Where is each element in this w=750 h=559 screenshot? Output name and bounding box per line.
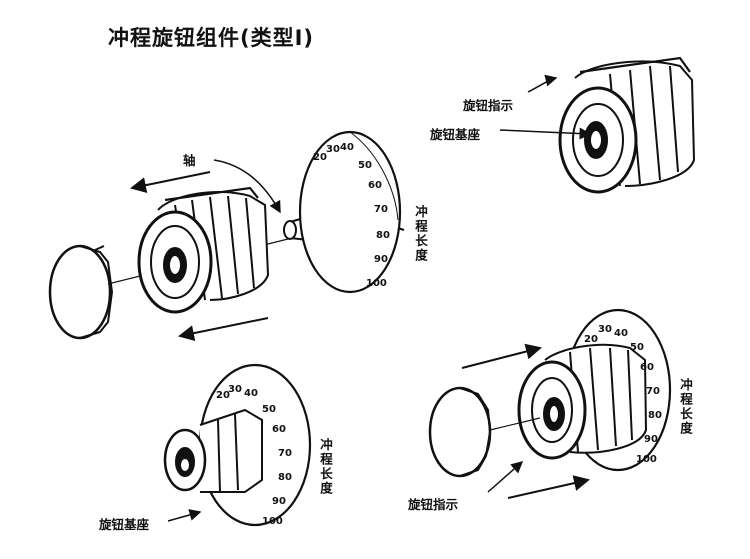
dial-tick-label: 30 [228,384,242,395]
dial-tick-label: 30 [598,324,612,335]
knob-top-right [499,56,696,194]
dial-tick-label: 60 [368,180,382,191]
dial-tick-label: 40 [244,388,258,399]
label-knob-base-bottom: 旋钮基座 [99,517,150,532]
dial-tick-label: 60 [640,362,654,373]
dial-tick-label: 100 [366,278,387,289]
page-title: 冲程旋钮组件(类型Ⅰ) [108,26,315,50]
dial-tick-label: 70 [278,448,292,459]
label-knob-base-top: 旋钮基座 [430,127,481,142]
dial-scale-bottom-right: 20 30 40 50 60 70 80 90 100 [584,324,662,465]
dial-tick-label: 20 [584,334,598,345]
dial-tick-label: 60 [272,424,286,435]
assembly-bottom-right [428,308,672,499]
label-stroke-length-bottom-left: 冲程长度 [318,438,333,496]
label-knob-indicator-bottom: 旋钮指示 [408,497,459,512]
dial-tick-label: 20 [216,390,230,401]
base-bottom-left [163,363,312,527]
dial-tick-label: 80 [278,472,292,483]
dial-tick-label: 40 [614,328,628,339]
dial-tick-label: 80 [648,410,662,421]
cover-cap [48,244,114,340]
label-stroke-length-bottom-right: 冲程长度 [678,378,693,436]
dial-marker [397,227,405,231]
dial-tick-label: 30 [326,144,340,155]
shaft-pointer [213,159,281,214]
label-stroke-length-main: 冲程长度 [413,205,428,263]
dial-plate-main [298,130,402,294]
dial-tick-label: 100 [262,516,283,527]
dial-tick-label: 50 [630,342,644,353]
dial-scale-main: 20 30 40 50 60 70 80 90 100 [313,142,390,289]
knob-main [137,186,270,314]
label-knob-indicator-top: 旋钮指示 [463,98,514,113]
dial-tick-label: 50 [358,160,372,171]
dial-tick-label: 90 [374,254,388,265]
label-shaft: 轴 [183,153,196,168]
dial-tick-label: 50 [262,404,276,415]
dial-tick-label: 90 [644,434,658,445]
dial-scale-bottom-left: 20 30 40 50 60 70 80 90 100 [216,384,292,527]
dial-tick-label: 100 [636,454,657,465]
arrow-left-lower [178,317,269,342]
dial-tick-label: 20 [313,152,327,163]
dial-tick-label: 90 [272,496,286,507]
dial-tick-label: 40 [340,142,354,153]
arrow-left-upper [130,171,211,194]
exploded-view [48,130,405,342]
dial-tick-label: 80 [376,230,390,241]
dial-tick-label: 70 [374,204,388,215]
dial-tick-label: 70 [646,386,660,397]
